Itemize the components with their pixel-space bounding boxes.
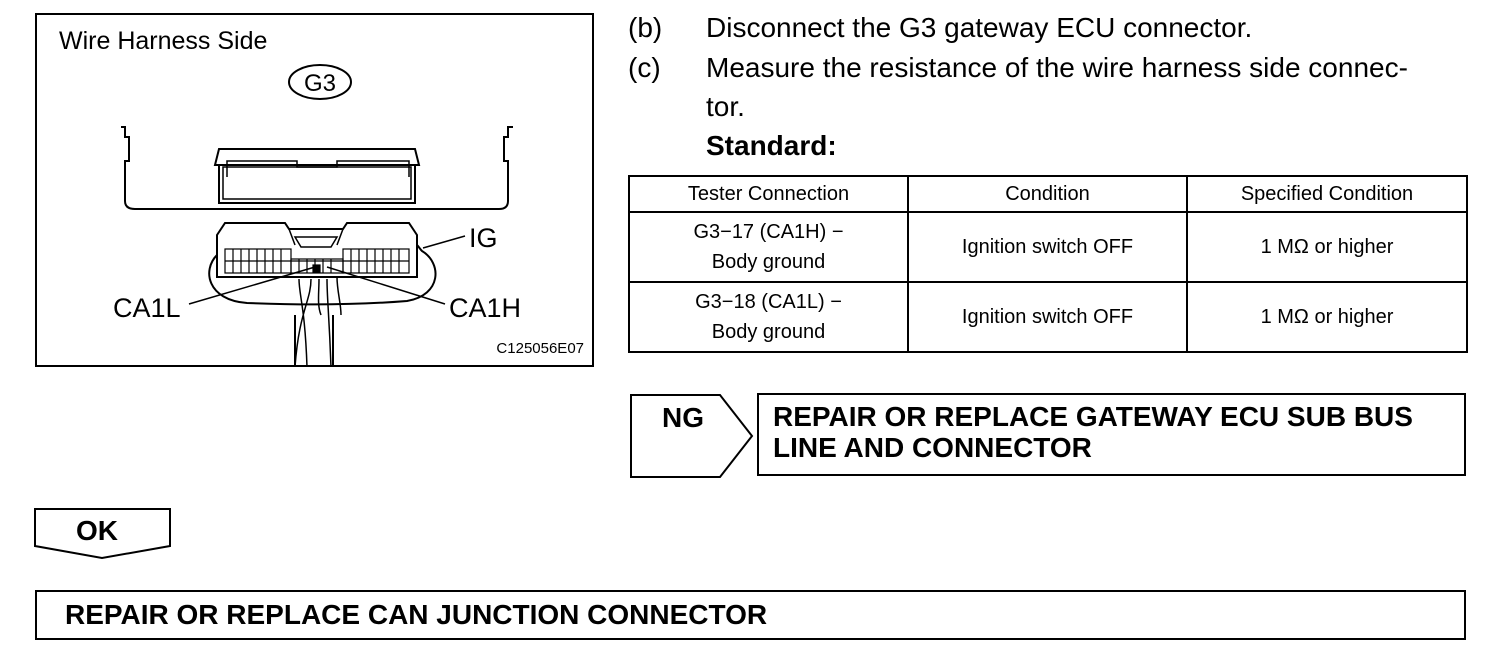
table-row: G3−17 (CA1H) − Body ground Ignition swit… bbox=[628, 211, 1468, 283]
connector-id-label: G3 bbox=[304, 70, 336, 97]
pin-label-ca1l: CA1L bbox=[113, 293, 181, 323]
harness-connector-housing bbox=[216, 222, 418, 278]
cell-specified: 1 MΩ or higher bbox=[1186, 281, 1468, 353]
pin-label-ca1h: CA1H bbox=[449, 293, 522, 323]
ng-action-box: REPAIR OR REPLACE GATEWAY ECU SUB BUS LI… bbox=[757, 393, 1466, 476]
ok-action-box: REPAIR OR REPLACE CAN JUNCTION CONNECTOR bbox=[35, 590, 1466, 640]
pin-label-ig: IG bbox=[469, 223, 498, 253]
ng-label: NG bbox=[662, 402, 704, 433]
step-b-letter: (b) bbox=[628, 12, 663, 43]
connection-line2: Body ground bbox=[711, 251, 826, 273]
ng-arrow-tag bbox=[630, 394, 754, 478]
header-condition: Condition bbox=[907, 175, 1188, 213]
ok-label: OK bbox=[76, 515, 118, 546]
connector-diagram: G3 bbox=[121, 64, 513, 368]
connection-line1: G3−17 (CA1H) − bbox=[693, 221, 844, 243]
cell-specified: 1 MΩ or higher bbox=[1186, 211, 1468, 283]
ecu-bracket bbox=[121, 126, 513, 210]
ng-action-line2: LINE AND CONNECTOR bbox=[773, 432, 1092, 463]
table-row: G3−18 (CA1L) − Body ground Ignition swit… bbox=[628, 281, 1468, 353]
connection-line2: Body ground bbox=[711, 321, 826, 343]
connection-line1: G3−18 (CA1L) − bbox=[695, 291, 842, 313]
ng-action-line1: REPAIR OR REPLACE GATEWAY ECU SUB BUS bbox=[773, 401, 1413, 432]
spec-table: Tester Connection Condition Specified Co… bbox=[628, 175, 1468, 353]
figure-title: Wire Harness Side bbox=[59, 27, 268, 55]
step-c-text-line1: Measure the resistance of the wire harne… bbox=[706, 52, 1408, 83]
wire-bundle bbox=[294, 276, 342, 368]
step-c-letter: (c) bbox=[628, 52, 661, 83]
ecu-connector-slot bbox=[226, 160, 410, 177]
cell-condition: Ignition switch OFF bbox=[907, 281, 1188, 353]
ig-leader-line bbox=[422, 235, 466, 249]
pin-highlight-loop bbox=[208, 244, 437, 306]
ca1l-leader-line bbox=[188, 266, 316, 305]
ok-arrow-tag bbox=[34, 508, 171, 560]
header-specified-condition: Specified Condition bbox=[1186, 175, 1468, 213]
connector-id-oval bbox=[288, 64, 352, 100]
pin-grid bbox=[224, 248, 410, 274]
ecu-connector-housing bbox=[213, 148, 421, 204]
ca1h-leader-line bbox=[326, 266, 446, 305]
cell-connection: G3−17 (CA1H) − Body ground bbox=[628, 211, 909, 283]
connector-figure: Wire Harness Side G3 bbox=[35, 13, 594, 368]
step-c-text-line2: tor. bbox=[706, 91, 745, 122]
cell-condition: Ignition switch OFF bbox=[907, 211, 1188, 283]
standard-label: Standard: bbox=[706, 130, 837, 161]
step-b-text: Disconnect the G3 gateway ECU connector. bbox=[706, 12, 1253, 43]
figure-code: C125056E07 bbox=[496, 340, 584, 357]
header-tester-connection: Tester Connection bbox=[628, 175, 909, 213]
table-header-row: Tester Connection Condition Specified Co… bbox=[628, 175, 1468, 213]
cell-connection: G3−18 (CA1L) − Body ground bbox=[628, 281, 909, 353]
